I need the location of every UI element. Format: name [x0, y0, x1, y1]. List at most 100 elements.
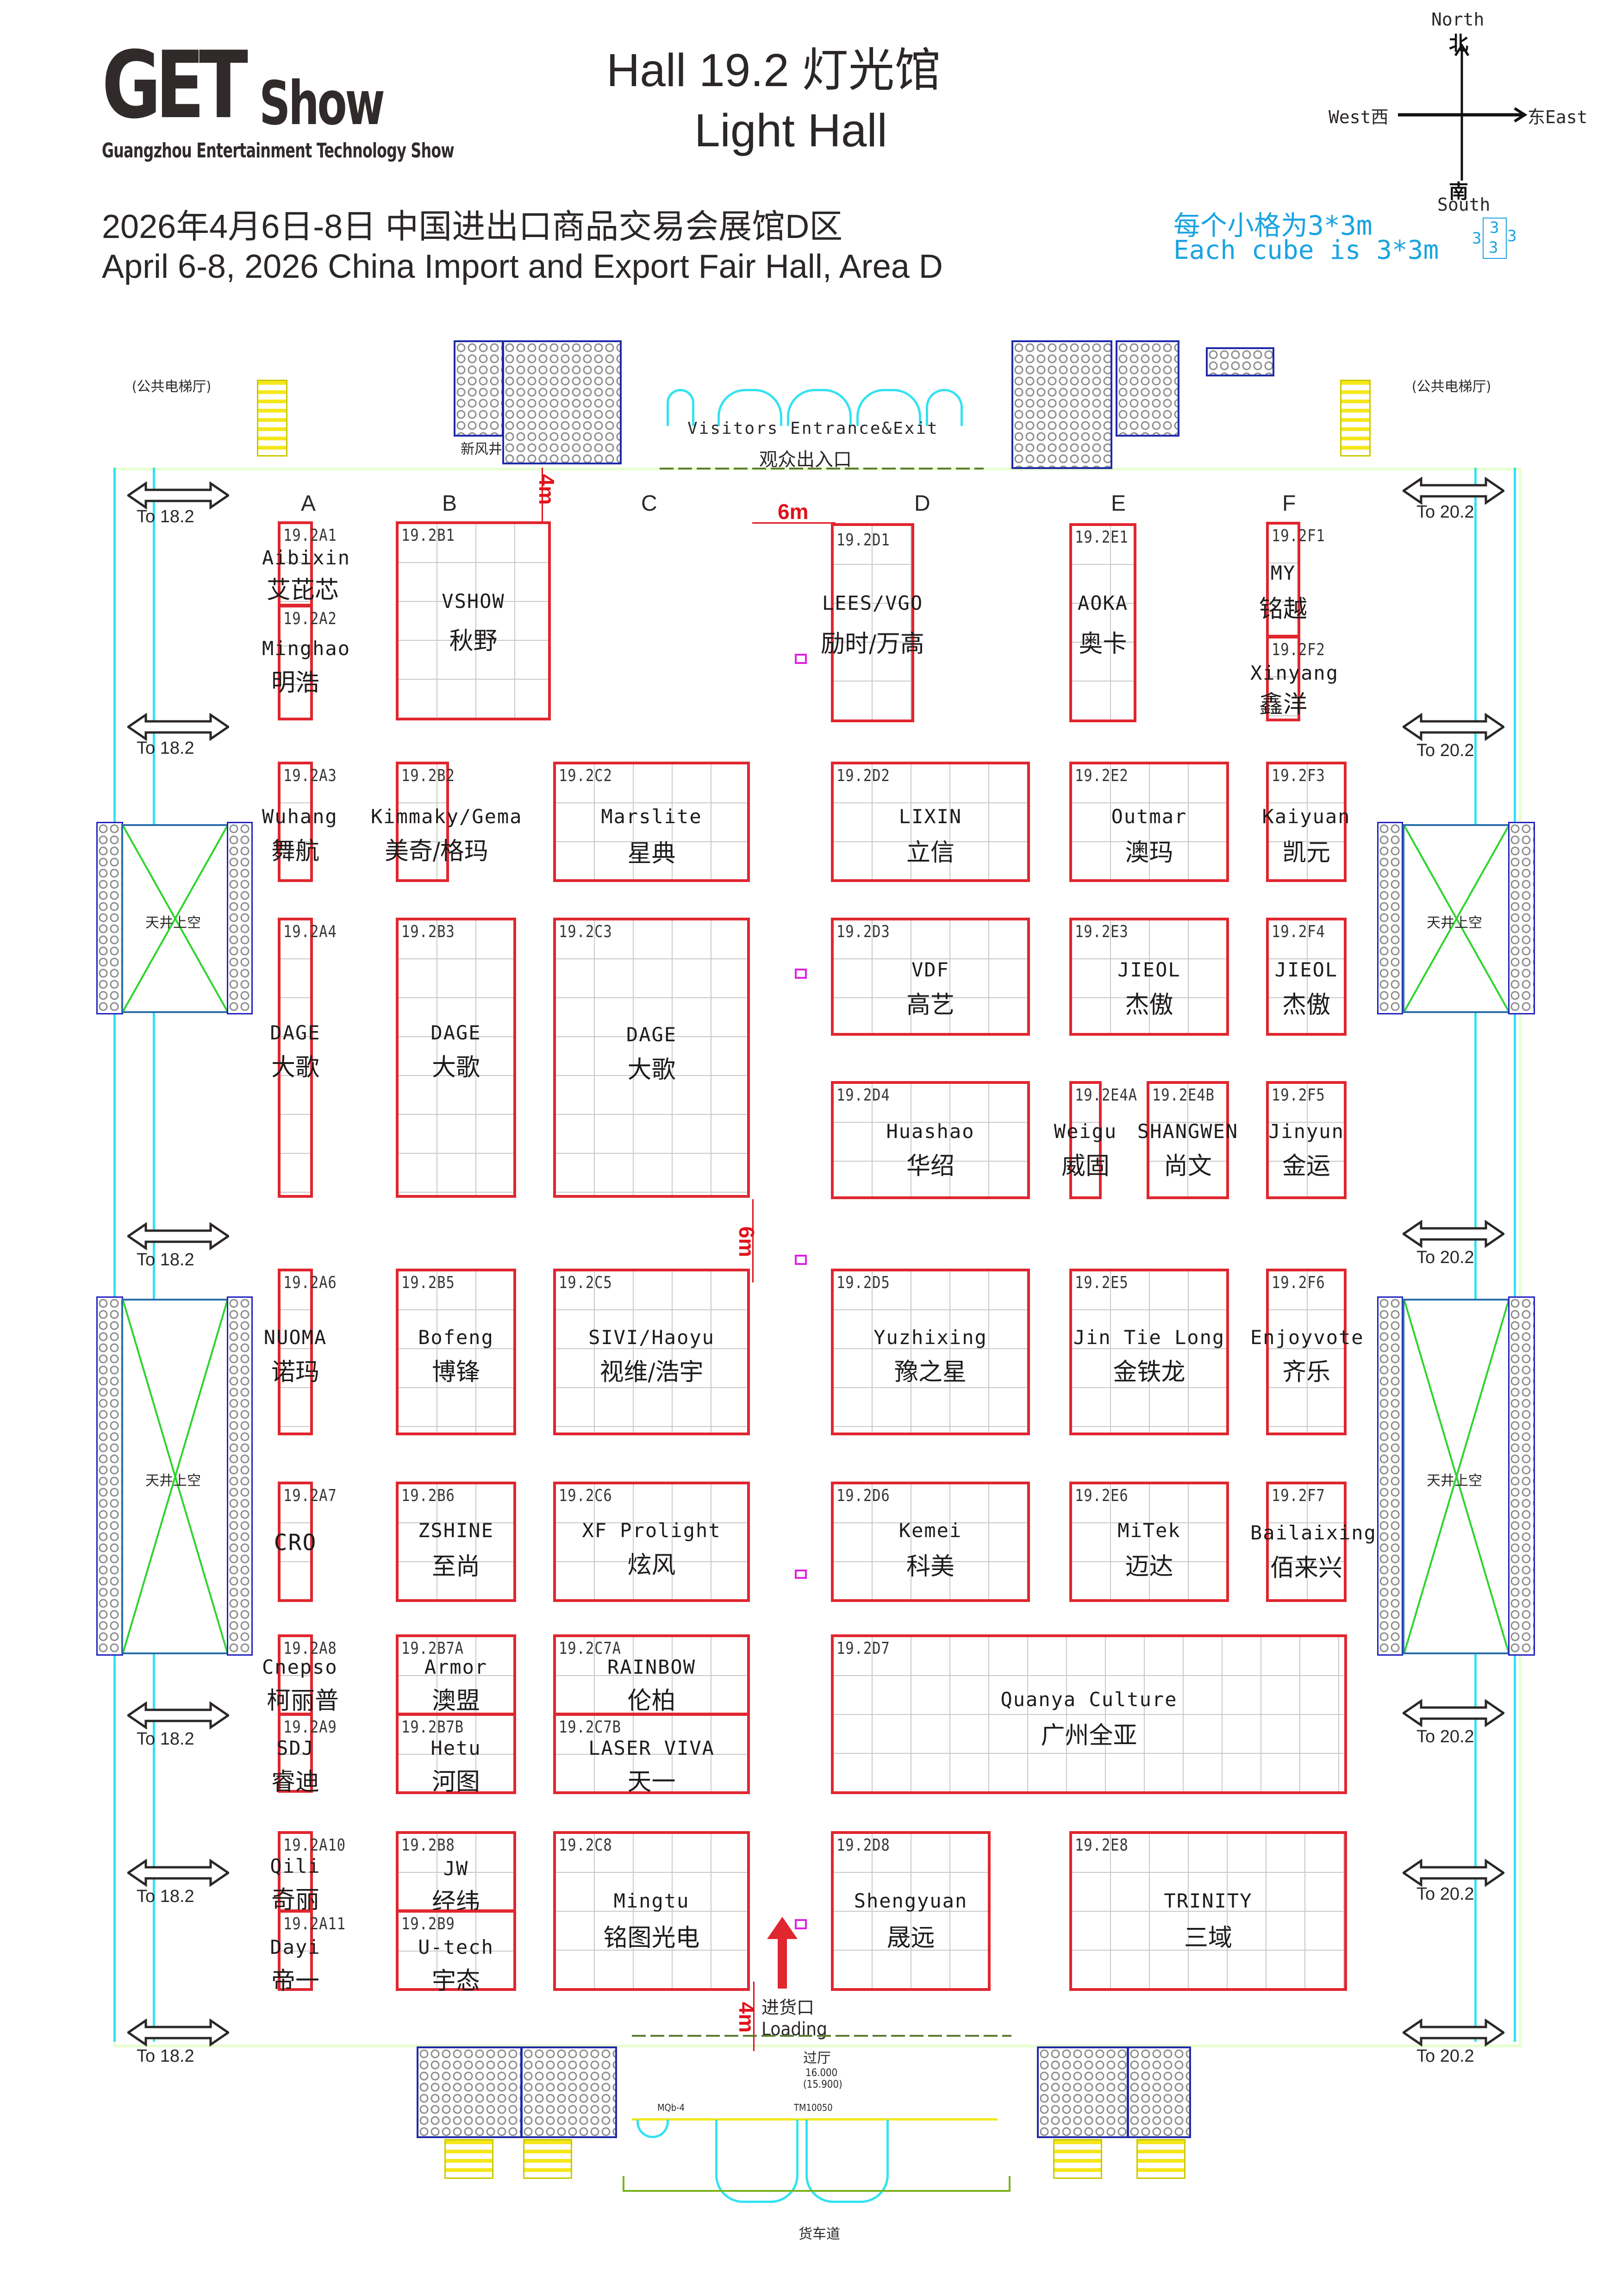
- booth-id: 19.2B7A: [401, 1639, 464, 1658]
- east-wall-line-inner: [1514, 468, 1516, 2042]
- booth-19-2f4[interactable]: 19.2F4 JIEOL 杰傲: [1266, 918, 1347, 1036]
- link-arrow-icon[interactable]: [127, 2019, 229, 2046]
- booth-19-2d1[interactable]: 19.2D1 LEES/VGO 励时/万高: [821, 523, 924, 722]
- booth-19-2a9[interactable]: 19.2A9 SDJ 睿迪: [271, 1713, 337, 1796]
- booth-19-2b7a[interactable]: 19.2B7A Armor 澳盟: [396, 1634, 516, 1715]
- link-arrow-icon[interactable]: [1403, 1699, 1504, 1727]
- booth-19-2a11[interactable]: 19.2A11 Dayi 帝一: [270, 1910, 345, 1995]
- booth-19-2e3[interactable]: 19.2E3 JIEOL 杰傲: [1069, 918, 1229, 1036]
- booth-19-2b5[interactable]: 19.2B5 Bofeng 博锋: [396, 1269, 516, 1435]
- scale-note-cn: 每个小格为3*3m: [1173, 210, 1372, 241]
- booth-19-2f7[interactable]: 19.2F7 Bailaixing 佰来兴: [1250, 1482, 1376, 1602]
- booth-19-2f2[interactable]: 19.2F2 Xinyang 鑫洋: [1250, 636, 1338, 721]
- booth-19-2d5[interactable]: 19.2D5 Yuzhixing 豫之星: [831, 1269, 1030, 1435]
- booth-19-2a8[interactable]: 19.2A8 Cnepso 柯丽普: [262, 1634, 339, 1715]
- booth-name-cn: 华绍: [906, 1152, 954, 1180]
- booth-name-cn: 大歌: [627, 1056, 676, 1084]
- link-to-20-2[interactable]: To 20.2: [1416, 741, 1474, 760]
- booth-19-2c2[interactable]: 19.2C2 Marslite 星典: [553, 762, 750, 882]
- booth-19-2b6[interactable]: 19.2B6 ZSHINE 至尚: [396, 1482, 516, 1602]
- booth-19-2c5[interactable]: 19.2C5 SIVI/Haoyu 视维/浩宇: [553, 1269, 750, 1435]
- booth-19-2d3[interactable]: 19.2D3 VDF 高艺: [831, 918, 1030, 1036]
- booth-name-cn: 奥卡: [1079, 630, 1127, 658]
- booth-id: 19.2F2: [1272, 640, 1325, 659]
- booth-19-2a6[interactable]: 19.2A6 NUOMA 诺玛: [264, 1269, 337, 1435]
- booth-id: 19.2A7: [283, 1486, 337, 1505]
- booth-19-2e4a[interactable]: 19.2E4A Weigu 威固: [1054, 1081, 1137, 1199]
- booth-19-2c3[interactable]: 19.2C3 DAGE 大歌: [553, 918, 750, 1198]
- booth-19-2f1[interactable]: 19.2F1 MY 铭越: [1259, 522, 1325, 638]
- link-to-18-2[interactable]: To 18.2: [137, 1250, 194, 1270]
- booth-19-2b2[interactable]: 19.2B2 Kimmaky/Gema 美奇/格玛: [371, 762, 521, 882]
- booth-id: 19.2C5: [559, 1273, 612, 1292]
- visitors-entrance-cn-label[interactable]: 观众出入口: [759, 449, 852, 470]
- booth-19-2c8[interactable]: 19.2C8 Mingtu 铭图光电: [553, 1831, 750, 1991]
- booth-19-2e4b[interactable]: 19.2E4B SHANGWEN 尚文: [1137, 1081, 1237, 1199]
- visitors-entrance-label[interactable]: Visitors Entrance&Exit: [687, 419, 939, 438]
- dim-mid-aisle: 6m: [735, 1226, 759, 1257]
- link-arrow-icon[interactable]: [1403, 1220, 1504, 1248]
- booth-19-2b9[interactable]: 19.2B9 U-tech 宇态: [396, 1910, 516, 1995]
- booth-19-2a7[interactable]: 19.2A7 CRO: [274, 1482, 337, 1602]
- booth-id: 19.2F6: [1272, 1273, 1325, 1292]
- link-to-20-2[interactable]: To 20.2: [1416, 1884, 1474, 1904]
- link-to-20-2[interactable]: To 20.2: [1416, 1248, 1474, 1267]
- booth-name-en: LASER VIVA: [588, 1737, 715, 1759]
- link-arrow-icon[interactable]: [127, 1222, 229, 1250]
- booth-id: 19.2B3: [401, 922, 455, 941]
- booth-19-2d6[interactable]: 19.2D6 Kemei 科美: [831, 1482, 1030, 1602]
- booth-name-en: Dayi: [270, 1936, 321, 1958]
- booth-19-2a1[interactable]: 19.2A1 Aibixin 艾芘芯: [262, 521, 349, 607]
- booth-19-2f3[interactable]: 19.2F3 Kaiyuan 凯元: [1262, 762, 1350, 882]
- booth-19-2e6[interactable]: 19.2E6 MiTek 迈达: [1069, 1482, 1229, 1602]
- booth-19-2a3[interactable]: 19.2A3 Wuhang 舞航: [262, 762, 337, 882]
- atrium-east-1-edge-r: [1508, 822, 1535, 1014]
- link-to-18-2[interactable]: To 18.2: [137, 1729, 194, 1749]
- booth-19-2e2[interactable]: 19.2E2 Outmar 澳玛: [1069, 762, 1229, 882]
- link-arrow-icon[interactable]: [127, 713, 229, 741]
- link-to-18-2[interactable]: To 18.2: [137, 2046, 194, 2066]
- booth-id: 19.2F3: [1272, 766, 1325, 785]
- scale-cube-icon: [1483, 218, 1507, 259]
- link-arrow-icon[interactable]: [127, 482, 229, 509]
- booth-19-2d4[interactable]: 19.2D4 Huashao 华绍: [831, 1081, 1030, 1199]
- link-arrow-icon[interactable]: [1403, 1859, 1504, 1887]
- booth-19-2b1[interactable]: 19.2B1 VSHOW 秋野: [396, 521, 551, 720]
- link-arrow-icon[interactable]: [1403, 2019, 1504, 2046]
- booth-19-2f6[interactable]: 19.2F6 Enjoyvote 齐乐: [1250, 1269, 1363, 1435]
- atrium-east-1-edge: [1377, 822, 1403, 1014]
- booth-19-2a4[interactable]: 19.2A4 DAGE 大歌: [270, 918, 337, 1198]
- dim-line-mid: [752, 1199, 754, 1283]
- door-code-2: TM10050: [794, 2102, 833, 2113]
- booth-19-2a2[interactable]: 19.2A2 Minghao 明浩: [262, 605, 349, 720]
- booth-19-2c7a[interactable]: 19.2C7A RAINBOW 伦柏: [553, 1634, 750, 1715]
- link-arrow-icon[interactable]: [1403, 713, 1504, 741]
- booth-19-2d2[interactable]: 19.2D2 LIXIN 立信: [831, 762, 1030, 882]
- booth-19-2d7[interactable]: 19.2D7 Quanya Culture 广州全亚: [831, 1634, 1347, 1794]
- link-arrow-icon[interactable]: [127, 1859, 229, 1887]
- booth-19-2a10[interactable]: 19.2A10 Qili 奇丽: [270, 1831, 345, 1914]
- link-to-18-2[interactable]: To 18.2: [137, 1887, 194, 1906]
- booth-19-2f5[interactable]: 19.2F5 Jinyun 金运: [1266, 1081, 1347, 1199]
- link-arrow-icon[interactable]: [127, 1702, 229, 1729]
- booth-19-2b3[interactable]: 19.2B3 DAGE 大歌: [396, 918, 516, 1198]
- booth-19-2c6[interactable]: 19.2C6 XF Prolight 炫风: [553, 1482, 750, 1602]
- booth-19-2b7b[interactable]: 19.2B7B Hetu 河图: [396, 1713, 516, 1796]
- booth-19-2d8[interactable]: 19.2D8 Shengyuan 晟远: [831, 1831, 991, 1991]
- link-to-20-2[interactable]: To 20.2: [1416, 502, 1474, 522]
- link-to-18-2[interactable]: To 18.2: [137, 738, 194, 758]
- booth-19-2b8[interactable]: 19.2B8 JW 经纬: [396, 1831, 516, 1916]
- booth-19-2e8[interactable]: 19.2E8 TRINITY 三域: [1069, 1831, 1347, 1991]
- booth-19-2e1[interactable]: 19.2E1 AOKA 奥卡: [1069, 523, 1136, 722]
- booth-name-cn: 伦柏: [627, 1687, 676, 1715]
- booth-19-2e5[interactable]: 19.2E5 Jin Tie Long 金铁龙: [1069, 1269, 1229, 1435]
- door-line: [632, 2118, 998, 2121]
- link-to-18-2[interactable]: To 18.2: [137, 507, 194, 526]
- booth-19-2c7b[interactable]: 19.2C7B LASER VIVA 天一: [553, 1713, 750, 1796]
- door-arc-icon: [636, 2120, 669, 2138]
- link-to-20-2[interactable]: To 20.2: [1416, 1727, 1474, 1746]
- booth-name-en: LIXIN: [898, 805, 962, 828]
- link-arrow-icon[interactable]: [1403, 477, 1504, 505]
- link-to-20-2[interactable]: To 20.2: [1416, 2046, 1474, 2066]
- event-date-en: April 6-8, 2026 China Import and Export …: [102, 248, 943, 285]
